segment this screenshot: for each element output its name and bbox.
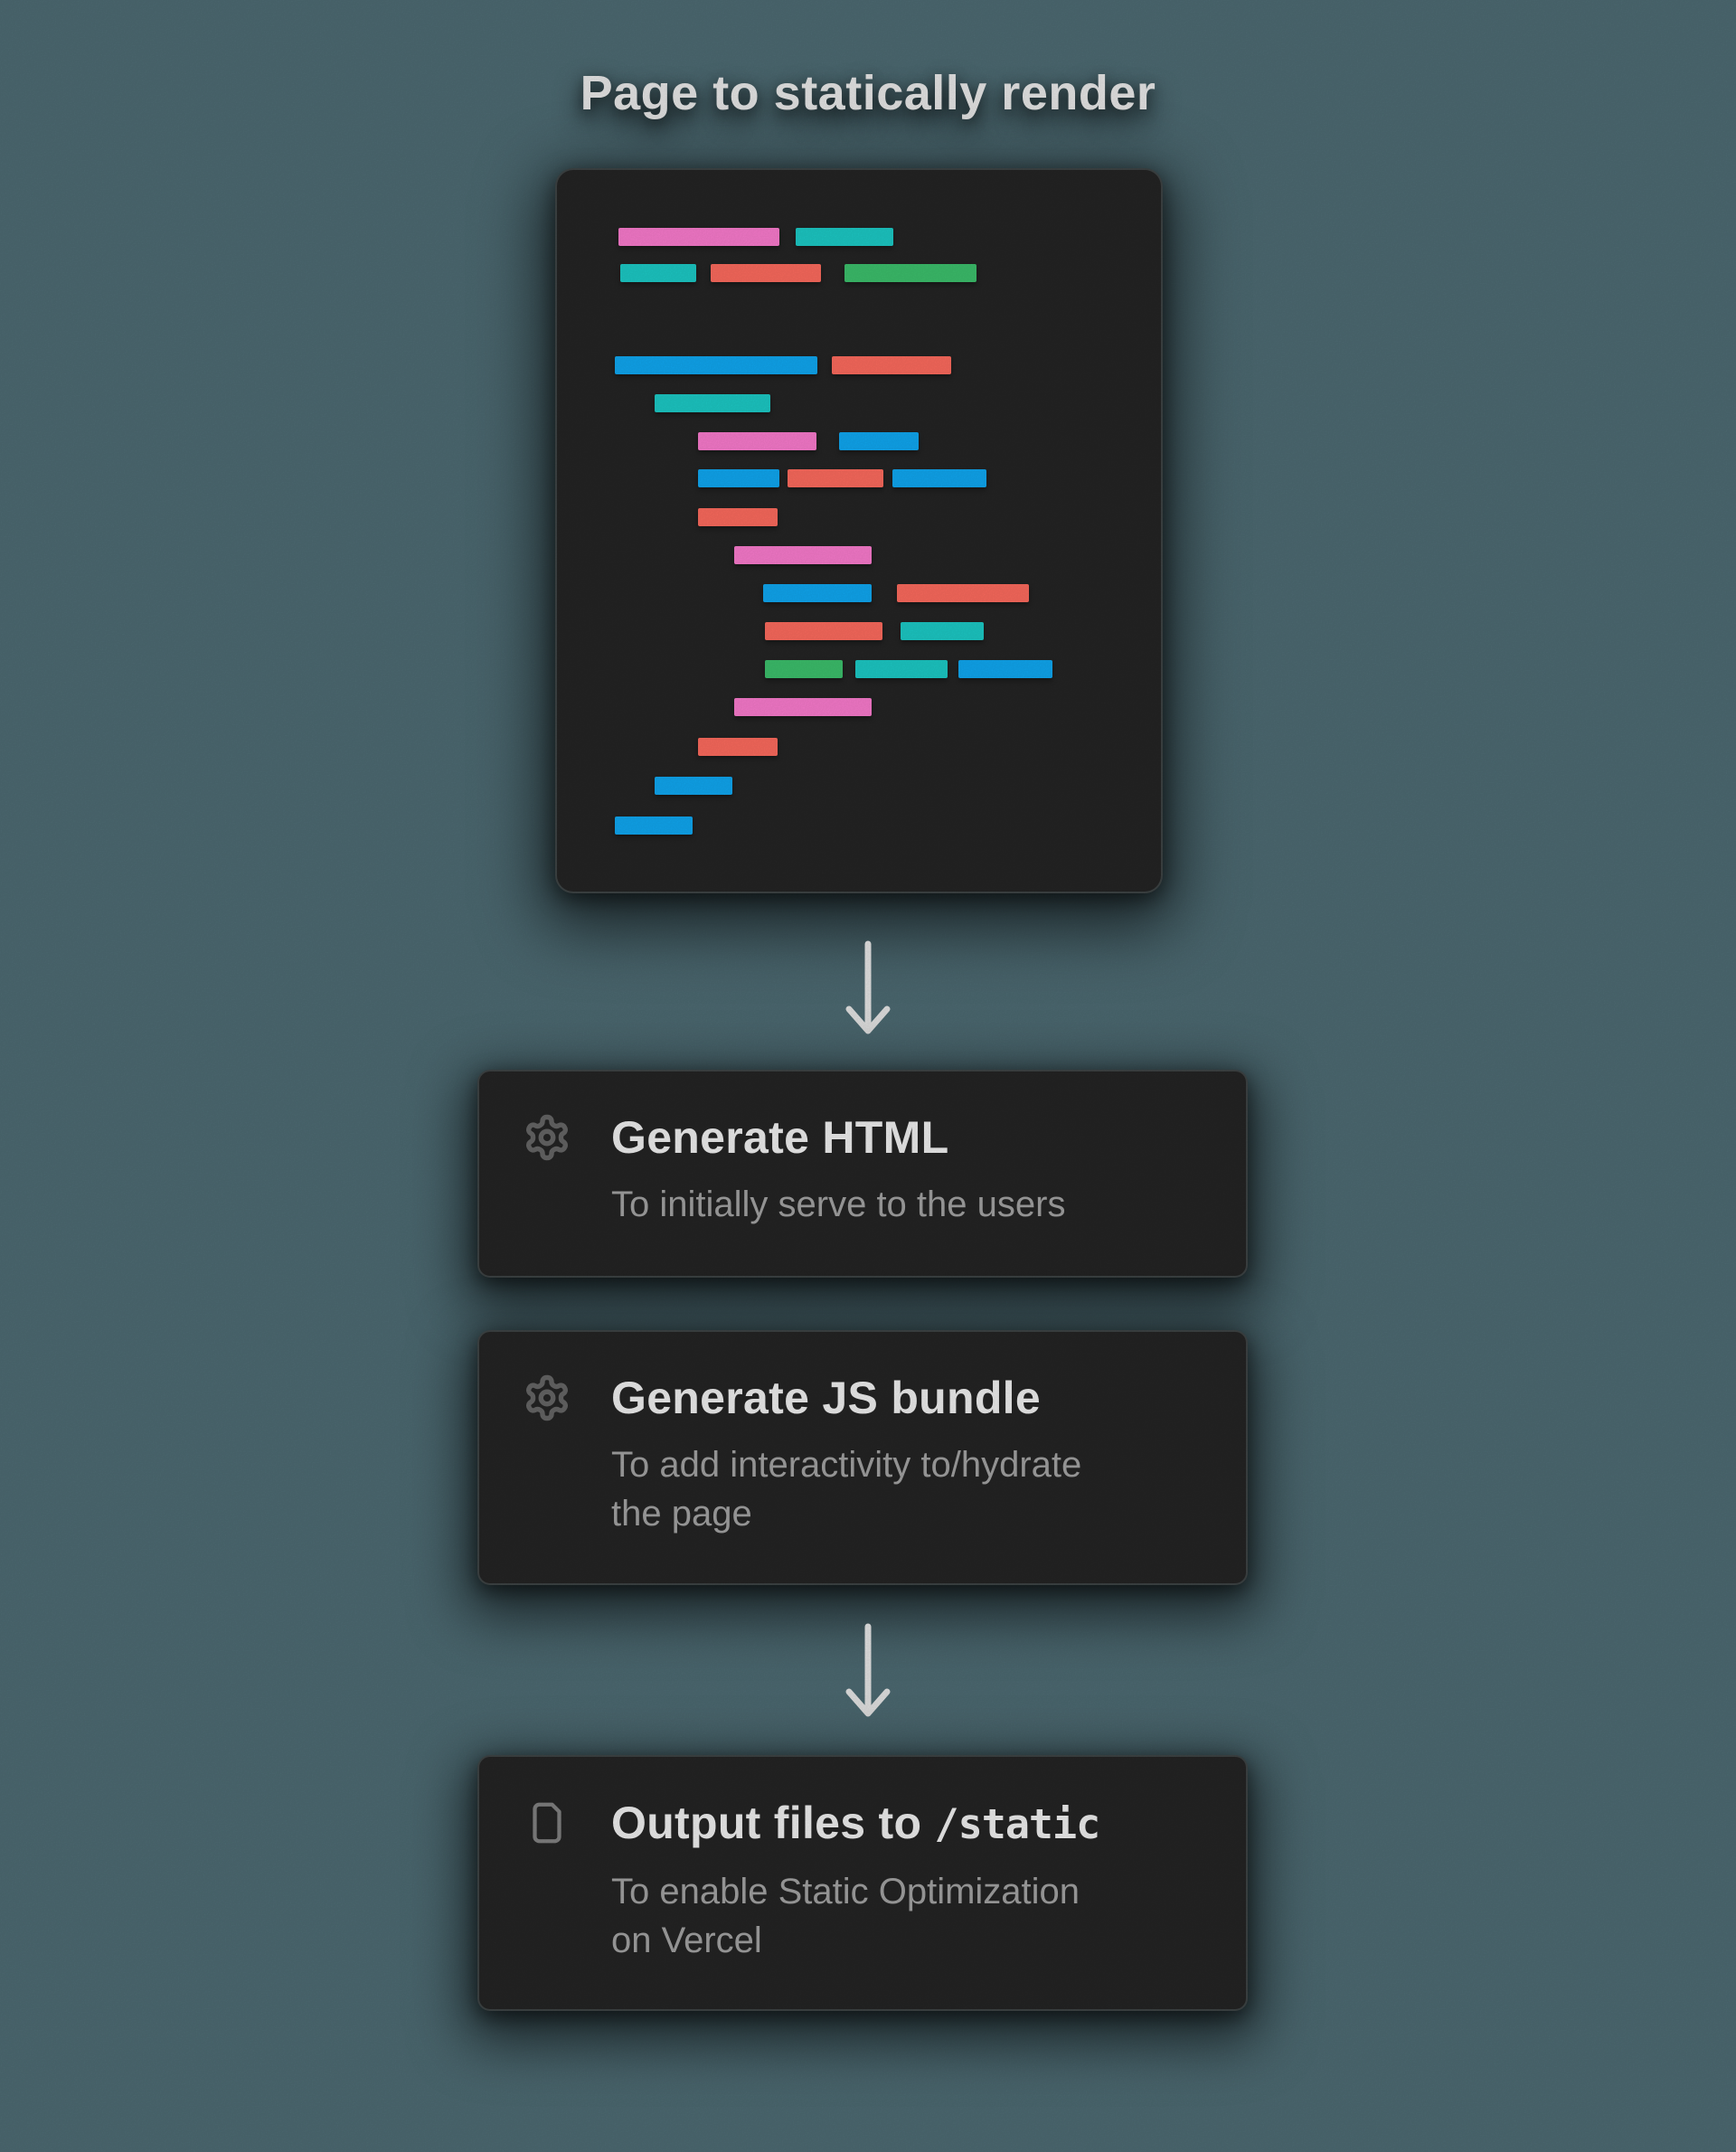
card-subtitle: To enable Static Optimization on Vercel	[611, 1872, 1080, 1960]
code-line-segment-blue	[655, 777, 732, 795]
code-line-segment-red	[698, 738, 778, 756]
gear-icon	[523, 1113, 571, 1162]
card-text: Generate JS bundle To add interactivity …	[611, 1370, 1081, 1538]
code-block-panel	[555, 168, 1163, 893]
code-line-segment-blue	[839, 432, 919, 450]
code-line-segment-teal	[655, 394, 770, 412]
code-lines	[557, 170, 1161, 892]
code-line-segment-blue	[763, 584, 872, 602]
card-text: Generate HTML To initially serve to the …	[611, 1109, 1065, 1229]
code-line-segment-red	[897, 584, 1029, 602]
code-line-segment-teal	[855, 660, 948, 678]
card-subtitle: To initially serve to the users	[611, 1185, 1066, 1224]
card-title-code: /static	[934, 1800, 1101, 1848]
page-title: Page to statically render	[580, 66, 1156, 120]
down-arrow-icon	[839, 1623, 897, 1721]
code-line-segment-pink	[734, 546, 872, 564]
code-line-segment-red	[788, 469, 883, 487]
generate-js-bundle-card: Generate JS bundle To add interactivity …	[477, 1330, 1248, 1585]
card-subtitle: To add interactivity to/hydrate the page	[611, 1445, 1082, 1534]
code-line-segment-green	[765, 660, 843, 678]
code-line-segment-red	[711, 264, 821, 282]
code-line-segment-teal	[901, 622, 984, 640]
code-line-segment-blue	[958, 660, 1052, 678]
code-line-segment-pink	[734, 698, 872, 716]
card-title-prefix: Output files to	[611, 1798, 935, 1848]
card-text: Output files to /static To enable Static…	[611, 1795, 1101, 1965]
code-line-segment-teal	[620, 264, 696, 282]
output-files-card: Output files to /static To enable Static…	[477, 1755, 1248, 2011]
code-line-segment-green	[844, 264, 976, 282]
card-title: Generate JS bundle	[611, 1373, 1041, 1423]
code-line-segment-pink	[698, 432, 816, 450]
code-line-segment-red	[832, 356, 951, 374]
generate-html-card: Generate HTML To initially serve to the …	[477, 1070, 1248, 1278]
code-line-segment-pink	[618, 228, 779, 246]
down-arrow-icon	[839, 940, 897, 1038]
code-line-segment-blue	[892, 469, 986, 487]
code-line-segment-blue	[615, 816, 693, 835]
card-title: Output files to /static	[611, 1795, 1101, 1853]
code-line-segment-red	[765, 622, 882, 640]
file-icon	[523, 1798, 571, 1847]
code-line-segment-teal	[796, 228, 893, 246]
code-line-segment-blue	[698, 469, 779, 487]
card-title: Generate HTML	[611, 1112, 949, 1163]
gear-icon	[523, 1373, 571, 1422]
code-line-segment-red	[698, 508, 778, 526]
code-line-segment-blue	[615, 356, 817, 374]
